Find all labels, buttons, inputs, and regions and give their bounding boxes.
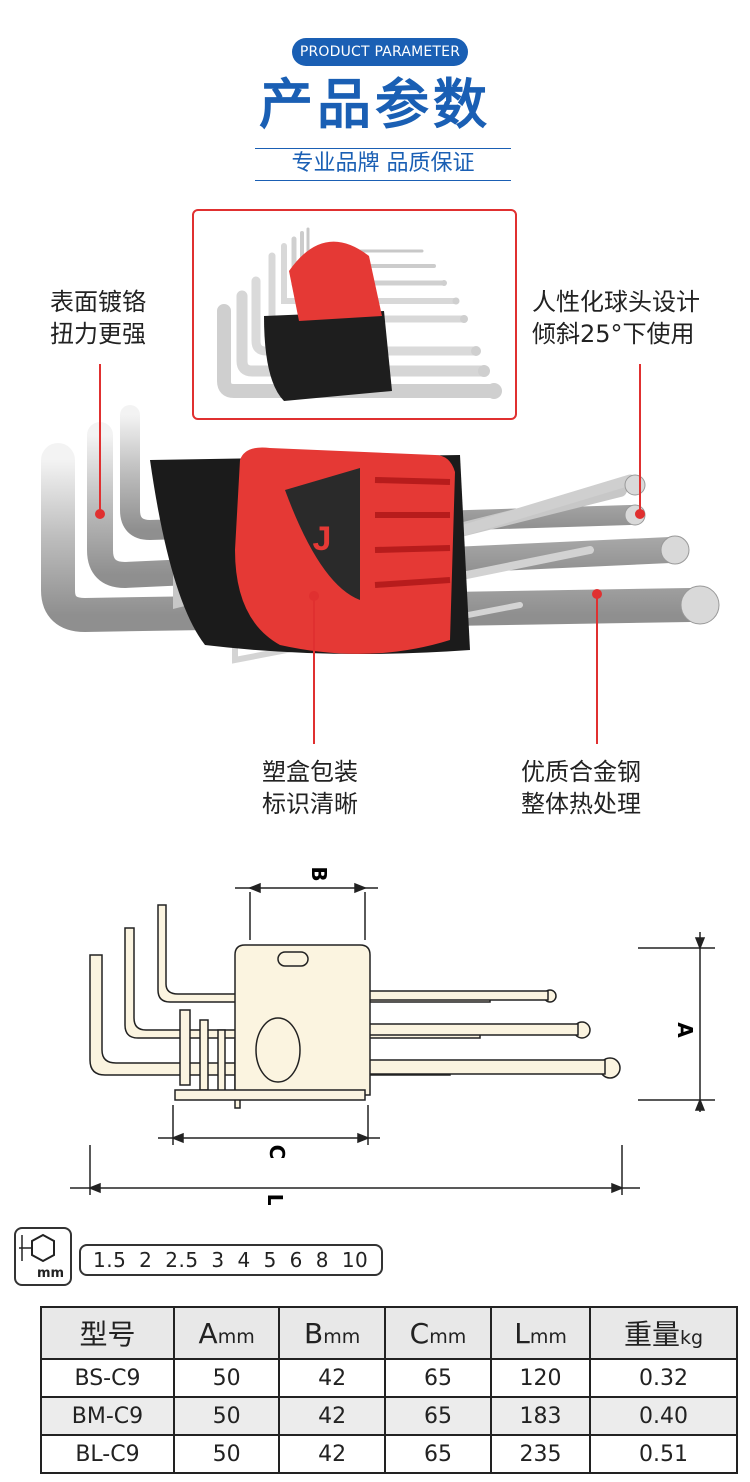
- leader-dot-left: [95, 509, 105, 519]
- feature-line: 优质合金钢: [521, 758, 641, 786]
- feature-line: 塑盒包装: [262, 758, 358, 786]
- feature-line: 表面镀铬: [50, 288, 146, 316]
- cell-l: 235: [490, 1434, 592, 1474]
- size-list: 1.5 2 2.5 3 4 5 6 8 10: [79, 1244, 383, 1276]
- inset-product-frame: [192, 209, 517, 420]
- header-weight: 重量kg: [589, 1306, 738, 1360]
- feature-line: 扭力更强: [50, 320, 146, 348]
- feature-ball-head: 人性化球头设计 倾斜25°下使用: [532, 286, 700, 350]
- holder-logo-mark: J: [313, 520, 332, 558]
- cell-model: BM-C9: [40, 1396, 175, 1436]
- header-c: Cmm: [383, 1306, 493, 1360]
- cell-l: 120: [490, 1358, 592, 1398]
- table-row: BL-C9 50 42 65 235 0.51: [40, 1434, 738, 1474]
- cell-b: 42: [278, 1396, 386, 1436]
- hex-size-icon: [14, 1227, 72, 1286]
- leader-dot-right: [635, 509, 645, 519]
- inset-product-image: [217, 227, 502, 401]
- cell-c: 65: [383, 1434, 493, 1474]
- feature-line: 人性化球头设计: [532, 288, 700, 316]
- table-header-row: 型号 Amm Bmm Cmm Lmm 重量kg: [40, 1306, 738, 1360]
- cell-a: 50: [172, 1434, 281, 1474]
- hexagon-icon: [19, 1233, 55, 1263]
- size-unit-label: mm: [37, 1266, 65, 1281]
- page-subtitle: 专业品牌 品质保证: [291, 151, 475, 176]
- table-row: BS-C9 50 42 65 120 0.32: [40, 1358, 738, 1398]
- dimension-label-a: A: [673, 1022, 697, 1038]
- spec-table: 型号 Amm Bmm Cmm Lmm 重量kg BS-C9 50 42 65 1…: [40, 1306, 738, 1474]
- cell-model: BS-C9: [40, 1358, 175, 1398]
- table-row: BM-C9 50 42 65 183 0.40: [40, 1396, 738, 1436]
- cell-weight: 0.32: [589, 1358, 738, 1398]
- leader-line-right: [639, 364, 641, 514]
- feature-plastic-case: 塑盒包装 标识清晰: [262, 756, 358, 820]
- feature-line: 倾斜25°下使用: [532, 320, 695, 348]
- cell-c: 65: [383, 1396, 493, 1436]
- subtitle-divider-bottom: [255, 180, 511, 181]
- feature-line: 整体热处理: [521, 790, 641, 818]
- header-a: Amm: [172, 1306, 281, 1360]
- dimension-diagram: B A C L: [70, 866, 715, 1205]
- holder-logo-plate: [285, 468, 360, 600]
- header-model: 型号: [40, 1306, 175, 1360]
- leader-line-center: [313, 596, 315, 744]
- dimension-label-l: L: [263, 1194, 287, 1205]
- feature-chrome-plated: 表面镀铬 扭力更强: [50, 286, 146, 350]
- cell-weight: 0.40: [589, 1396, 738, 1436]
- page-title: 产品参数: [259, 73, 491, 136]
- header-b: Bmm: [278, 1306, 386, 1360]
- feature-alloy-steel: 优质合金钢 整体热处理: [521, 756, 641, 820]
- leader-line-left: [99, 364, 101, 514]
- cell-l: 183: [490, 1396, 592, 1436]
- leader-line-bottom-right: [596, 594, 598, 744]
- header-badge: PRODUCT PARAMETER: [292, 38, 468, 66]
- cell-b: 42: [278, 1434, 386, 1474]
- cell-model: BL-C9: [40, 1434, 175, 1474]
- subtitle-divider-top: [255, 148, 511, 149]
- cell-b: 42: [278, 1358, 386, 1398]
- cell-weight: 0.51: [589, 1434, 738, 1474]
- header-l: Lmm: [490, 1306, 592, 1360]
- dimension-label-c: C: [265, 1145, 289, 1160]
- feature-line: 标识清晰: [262, 790, 358, 818]
- dimension-label-b: B: [307, 866, 331, 881]
- cell-a: 50: [172, 1396, 281, 1436]
- cell-c: 65: [383, 1358, 493, 1398]
- cell-a: 50: [172, 1358, 281, 1398]
- main-product-image: J: [41, 405, 720, 664]
